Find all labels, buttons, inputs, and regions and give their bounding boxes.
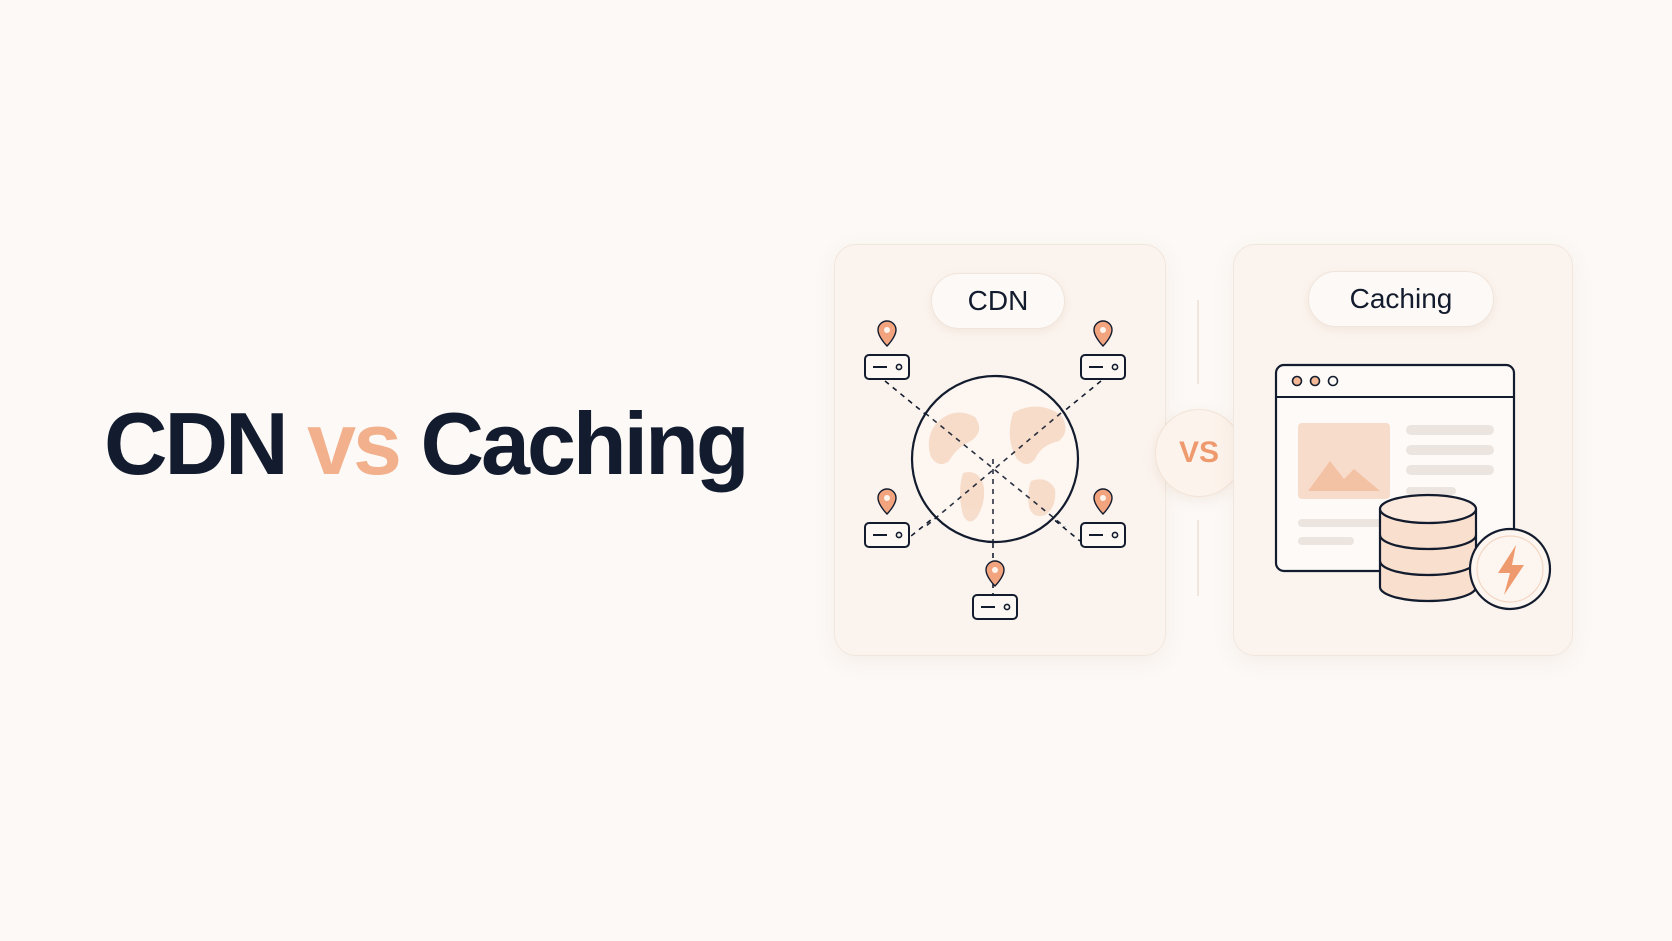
location-pin-icon	[1093, 488, 1113, 515]
location-pin-icon	[877, 320, 897, 347]
title-vs: vs	[307, 394, 402, 493]
title-cdn: CDN	[104, 394, 289, 493]
cdn-network-illustration	[864, 320, 1126, 620]
server-icon	[1080, 522, 1126, 548]
cdn-card: CDN	[834, 244, 1166, 656]
divider-bottom	[1197, 520, 1199, 596]
caching-label-pill: Caching	[1308, 271, 1494, 327]
cdn-label-pill: CDN	[931, 273, 1065, 329]
caching-card: Caching	[1233, 244, 1573, 656]
caching-illustration	[1274, 363, 1552, 611]
page-title: CDN vs Caching	[104, 400, 750, 488]
divider-top	[1197, 300, 1199, 384]
location-pin-icon	[1093, 320, 1113, 347]
location-pin-icon	[985, 560, 1005, 587]
vs-badge: VS	[1155, 409, 1243, 497]
server-node-bottom-right	[1080, 488, 1126, 548]
globe-icon	[910, 374, 1080, 544]
title-caching: Caching	[420, 394, 749, 493]
server-node-bottom-center	[972, 560, 1018, 620]
server-node-top-right	[1080, 320, 1126, 380]
server-node-top-left	[864, 320, 910, 380]
database-icon	[1378, 493, 1478, 603]
server-icon	[864, 522, 910, 548]
server-node-bottom-left	[864, 488, 910, 548]
image-placeholder-icon	[1298, 423, 1390, 499]
server-icon	[1080, 354, 1126, 380]
server-icon	[972, 594, 1018, 620]
location-pin-icon	[877, 488, 897, 515]
lightning-bolt-icon	[1468, 527, 1552, 611]
server-icon	[864, 354, 910, 380]
